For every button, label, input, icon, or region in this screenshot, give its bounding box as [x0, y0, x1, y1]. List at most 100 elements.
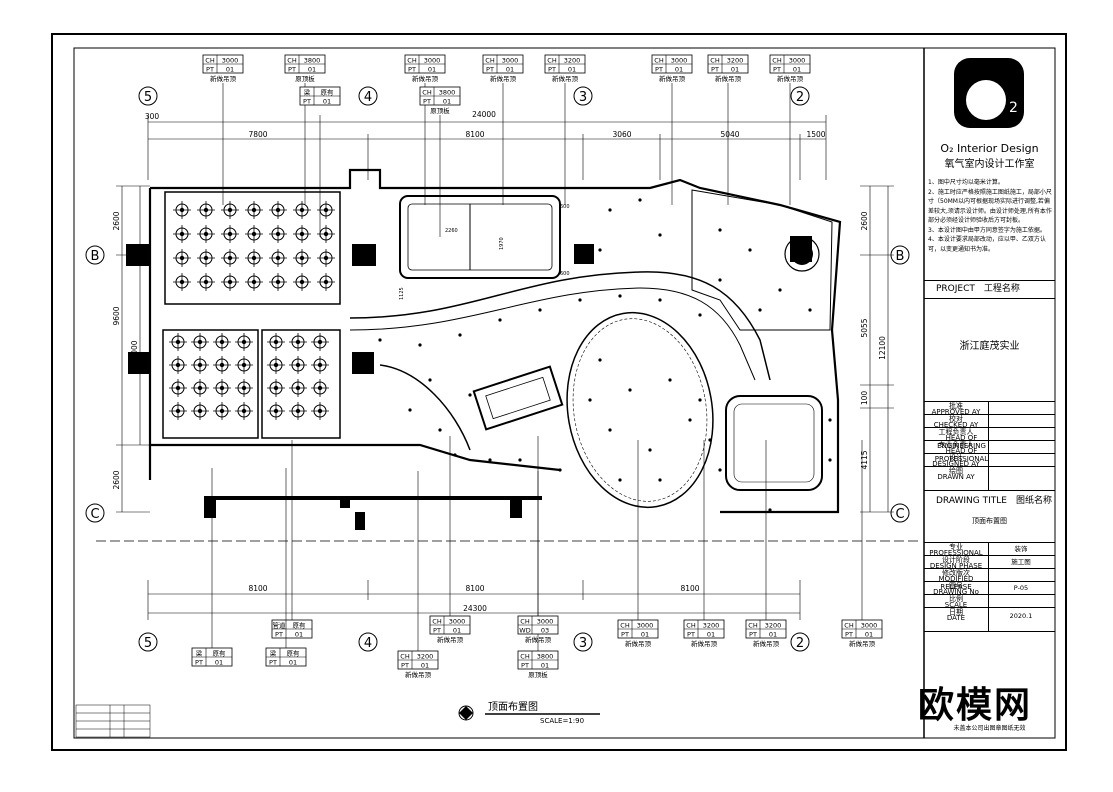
tag-code: CH	[407, 57, 417, 65]
svg-text:9600: 9600	[112, 306, 121, 325]
downlight-dot	[608, 428, 612, 432]
plan-title-text: 顶面布置图	[488, 701, 538, 713]
tag-number: 01	[793, 66, 801, 74]
tag-note: 新做吊顶	[490, 74, 517, 83]
drawing-no-row: 图号 DRAWING No P-05	[924, 581, 1055, 596]
light-fixture	[267, 402, 285, 420]
downlight-dot	[658, 478, 662, 482]
note-3: 3、本设计图中由甲方同意签字为施工依据。	[928, 226, 1046, 234]
round-column-core	[791, 243, 813, 265]
tag-number: 01	[769, 631, 777, 639]
tag-number: 01	[707, 631, 715, 639]
light-fixture	[269, 249, 287, 267]
downlight-dot	[418, 343, 422, 347]
legend-table	[75, 704, 151, 738]
light-fixture	[169, 379, 187, 397]
light-fixture	[269, 201, 287, 219]
svg-text:5055: 5055	[860, 318, 869, 337]
tag-code: CH	[485, 57, 495, 65]
tag-height: 3200	[727, 57, 744, 65]
downlight-dot	[428, 378, 432, 382]
axis-2-top: 2	[796, 90, 804, 105]
right-dimension-text: 2600 5055 12100 100 4115	[860, 211, 887, 469]
tag-code: CH	[205, 57, 215, 65]
checked-row: 校对 CHECKED AY	[924, 414, 1055, 429]
tag-material: PT	[486, 66, 494, 74]
light-fixture	[221, 273, 239, 291]
curved-corridor-outer	[349, 271, 771, 381]
brand-logo: 2	[954, 58, 1024, 128]
downlight-dot	[498, 318, 502, 322]
plan-title: 顶面布置图 SCALE=1:90	[458, 701, 600, 725]
light-fixture	[289, 333, 307, 351]
downlight-dot	[453, 453, 457, 457]
axis-3-top: 3	[579, 90, 587, 105]
downlight-dot	[598, 248, 602, 252]
downlight-dot	[828, 418, 832, 422]
light-fixture	[245, 249, 263, 267]
light-fixture	[173, 225, 191, 243]
downlight-dot	[438, 428, 442, 432]
leader-lines	[211, 83, 863, 651]
panel-upper-left	[164, 191, 341, 305]
light-fixture	[235, 379, 253, 397]
downlight-dot	[648, 448, 652, 452]
top-dimension-text: 300 24000 7800 8100 3060 5040 1500	[145, 110, 826, 139]
light-fixture	[293, 225, 311, 243]
tag-height: 3000	[449, 618, 466, 626]
light-fixture	[317, 273, 335, 291]
light-fixture	[173, 273, 191, 291]
downlight-dot	[778, 288, 782, 292]
tag-material: PT	[206, 66, 214, 74]
inner-dim-1125: 1125	[399, 287, 405, 300]
tag-material: PT	[621, 631, 629, 639]
tag-code: CH	[547, 57, 557, 65]
head-engineering-row: 工程负责人 HEAD OF ENGINEERING	[924, 427, 1055, 450]
light-fixture	[213, 402, 231, 420]
curved-corridor-inner	[349, 287, 756, 381]
tag-code: CH	[620, 622, 630, 630]
tag-height: 3000	[222, 57, 239, 65]
svg-text:5040: 5040	[720, 130, 739, 139]
project-name-row: 浙江庭茂实业	[924, 298, 1055, 402]
light-fixture	[293, 273, 311, 291]
tag-height: 3000	[637, 622, 654, 630]
tag-material: PT	[423, 98, 431, 106]
downlight-dot	[518, 458, 522, 462]
tag-note: 原顶板	[295, 74, 315, 83]
tag-height: 3200	[703, 622, 720, 630]
light-fixture	[311, 402, 329, 420]
downlight-dot	[378, 338, 382, 342]
light-fixture	[173, 249, 191, 267]
tag-code: 梁	[304, 88, 311, 97]
light-fixture	[267, 379, 285, 397]
svg-text:8100: 8100	[248, 584, 267, 593]
light-fixture	[289, 356, 307, 374]
axis-b-left: B	[91, 249, 100, 264]
tag-note: 新做吊顶	[405, 670, 432, 679]
axis-4-bottom: 4	[364, 636, 372, 651]
rotated-feature	[472, 365, 564, 431]
tag-note: 新做吊顶	[437, 635, 464, 644]
tag-note: 新做吊顶	[659, 74, 686, 83]
tag-number: 01	[506, 66, 514, 74]
tag-height: 3800	[304, 57, 321, 65]
ceiling-feature-center	[399, 195, 561, 279]
light-grid-upper-left	[173, 201, 335, 291]
downlight-dot	[618, 478, 622, 482]
tag-note: 新做吊顶	[753, 639, 780, 648]
light-fixture	[169, 402, 187, 420]
light-fixture	[221, 249, 239, 267]
panel-lower-left-b	[261, 329, 341, 439]
tag-material: PT	[711, 66, 719, 74]
downlight-dot	[408, 408, 412, 412]
tag-height: 3000	[424, 57, 441, 65]
light-fixture	[269, 273, 287, 291]
